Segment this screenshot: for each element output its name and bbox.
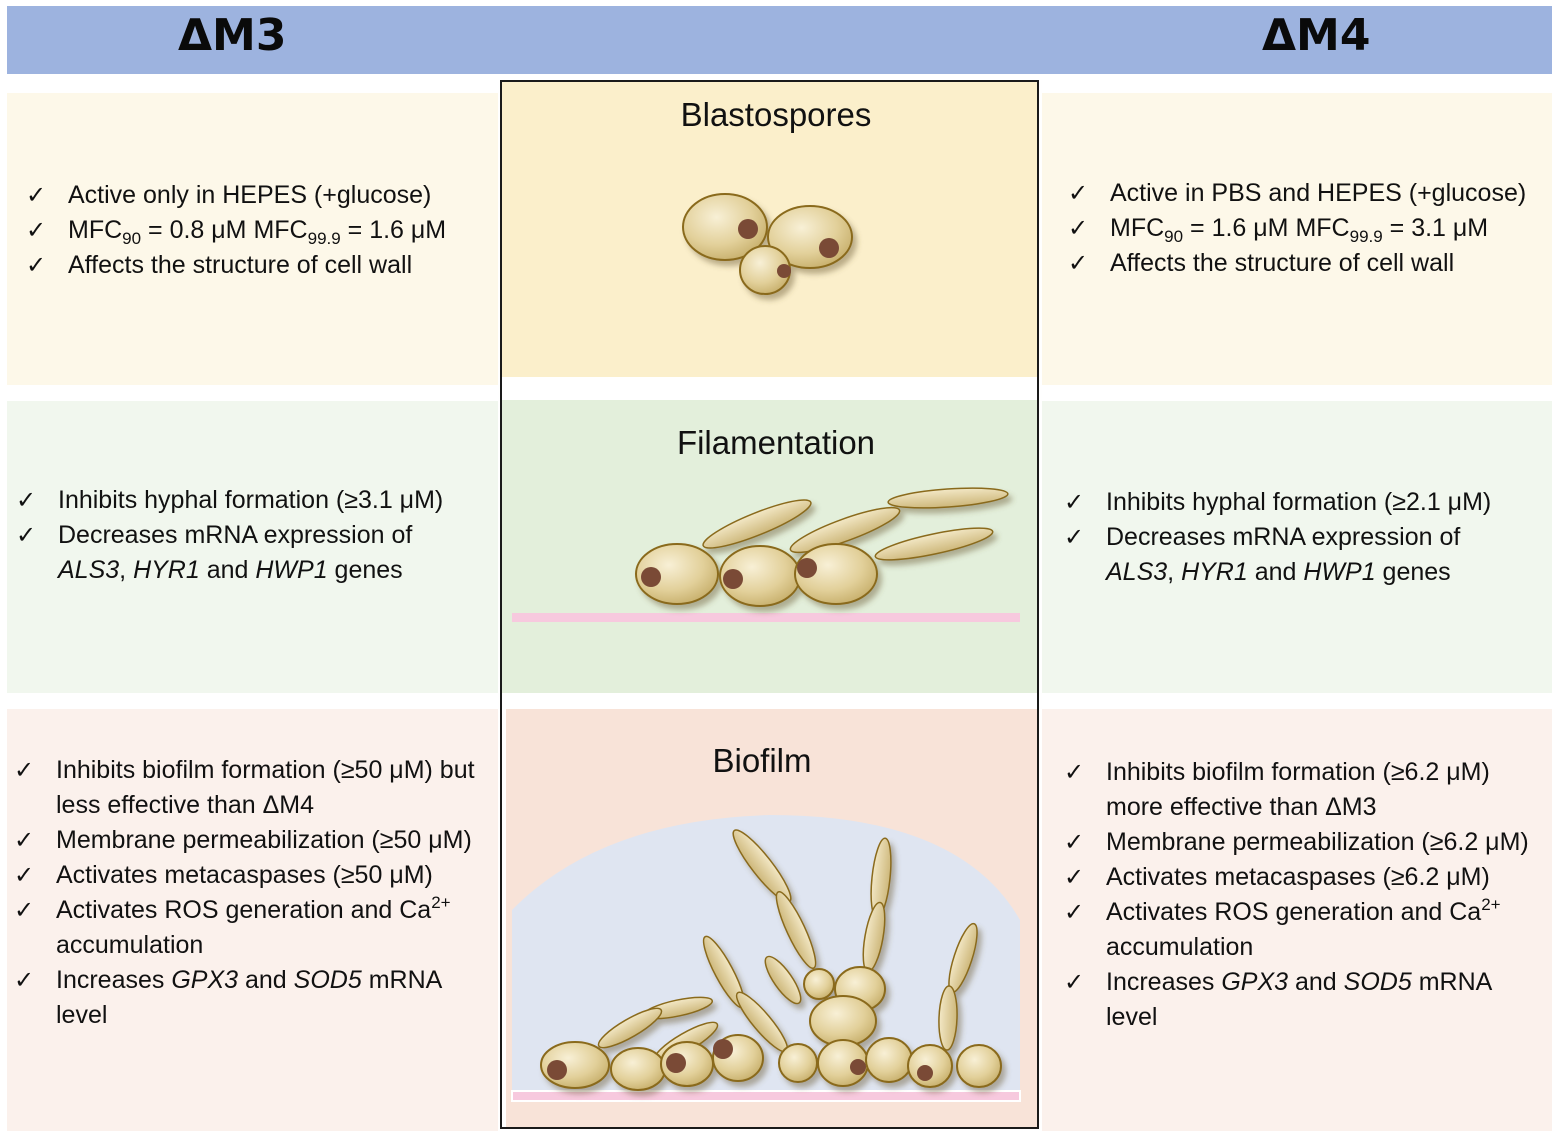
left-biofilm-list: ✓Inhibits biofilm formation (≥50 μM) but…	[14, 753, 492, 1033]
list-item: ✓Inhibits hyphal formation (≥3.1 μM)	[16, 483, 496, 518]
check-icon: ✓	[1064, 863, 1085, 891]
check-icon: ✓	[1064, 968, 1085, 996]
list-item: ✓Membrane permeabilization (≥6.2 μM)	[1064, 825, 1549, 860]
check-icon: ✓	[14, 756, 35, 784]
hypha	[887, 487, 1009, 509]
check-icon: ✓	[1064, 898, 1085, 926]
yeast-cell	[956, 1044, 1002, 1088]
check-icon: ✓	[14, 861, 35, 889]
blastospore-cell	[682, 193, 768, 261]
hypha	[789, 506, 901, 554]
nucleus	[777, 264, 791, 278]
hypha	[702, 499, 812, 549]
left-blastospores-panel	[7, 93, 498, 385]
nucleus	[713, 1039, 733, 1059]
right-column-title: ΔM4	[1262, 10, 1371, 61]
yeast-cell	[907, 1044, 953, 1088]
check-icon: ✓	[14, 896, 35, 924]
left-column-title: ΔM3	[178, 10, 287, 61]
list-item: ✓Affects the structure of cell wall	[26, 248, 496, 283]
right-blastospores-list: ✓Active in PBS and HEPES (+glucose) ✓MFC…	[1068, 176, 1548, 281]
header-bar	[7, 6, 1552, 74]
hypha	[938, 985, 958, 1051]
right-filamentation-panel	[1042, 401, 1552, 693]
check-icon: ✓	[1068, 249, 1089, 277]
list-item: ✓Membrane permeabilization (≥50 μM)	[14, 823, 492, 858]
nucleus	[547, 1060, 567, 1080]
nucleus	[738, 219, 758, 239]
check-icon: ✓	[26, 181, 47, 209]
check-icon: ✓	[16, 486, 37, 514]
yeast-cell	[635, 543, 719, 605]
left-filamentation-panel	[7, 401, 498, 693]
check-icon: ✓	[1064, 488, 1085, 516]
nucleus	[819, 238, 839, 258]
list-item: ✓MFC90 = 1.6 μM MFC99.9 = 3.1 μM	[1068, 211, 1548, 246]
list-item: ✓Inhibits hyphal formation (≥2.1 μM)	[1064, 485, 1549, 520]
hypha	[874, 527, 994, 561]
right-biofilm-list: ✓Inhibits biofilm formation (≥6.2 μM) mo…	[1064, 755, 1549, 1035]
yeast-cell	[803, 968, 835, 1000]
check-icon: ✓	[26, 216, 47, 244]
right-biofilm-panel	[1042, 709, 1552, 1131]
hypha	[597, 1007, 663, 1049]
list-item: ✓Active in PBS and HEPES (+glucose)	[1068, 176, 1548, 211]
list-item: ✓Activates ROS generation and Ca2+ accum…	[1064, 895, 1501, 961]
hypha	[775, 890, 817, 970]
check-icon: ✓	[1068, 214, 1089, 242]
list-item: ✓Activates metacaspases (≥6.2 μM)	[1064, 860, 1549, 895]
list-item: ✓Increases GPX3 and SOD5 mRNA level	[14, 963, 492, 1033]
right-filamentation-list: ✓Inhibits hyphal formation (≥2.1 μM) ✓De…	[1064, 485, 1549, 590]
list-item: ✓Inhibits biofilm formation (≥6.2 μM) mo…	[1064, 755, 1549, 825]
nucleus	[666, 1053, 686, 1073]
list-item: ✓Affects the structure of cell wall	[1068, 246, 1548, 281]
list-item: ✓Active only in HEPES (+glucose)	[26, 178, 496, 213]
check-icon: ✓	[16, 521, 37, 549]
nucleus	[797, 558, 817, 578]
filamentation-title: Filamentation	[676, 424, 876, 461]
hypha	[764, 955, 802, 1005]
list-item: ✓MFC90 = 0.8 μM MFC99.9 = 1.6 μM	[26, 213, 496, 248]
check-icon: ✓	[1064, 758, 1085, 786]
list-item: ✓Increases GPX3 and SOD5 mRNA level	[1064, 965, 1549, 1035]
check-icon: ✓	[1064, 523, 1085, 551]
left-blastospores-list: ✓Active only in HEPES (+glucose) ✓MFC90 …	[26, 178, 496, 283]
biofilm-title: Biofilm	[712, 742, 812, 779]
yeast-cell	[778, 1043, 818, 1083]
left-filamentation-list: ✓Inhibits hyphal formation (≥3.1 μM) ✓De…	[16, 483, 496, 588]
yeast-cell	[794, 543, 878, 605]
check-icon: ✓	[26, 251, 47, 279]
nucleus	[641, 567, 661, 587]
nucleus	[723, 569, 743, 589]
blastospores-title: Blastospores	[680, 96, 872, 133]
list-item: ✓Activates ROS generation and Ca2+ accum…	[14, 893, 451, 959]
list-item: ✓Inhibits biofilm formation (≥50 μM) but…	[14, 753, 492, 823]
yeast-cell	[865, 1037, 913, 1083]
nucleus	[917, 1065, 933, 1081]
check-icon: ✓	[14, 826, 35, 854]
check-icon: ✓	[1064, 828, 1085, 856]
left-biofilm-panel	[7, 709, 498, 1131]
yeast-cell	[809, 995, 877, 1047]
nucleus	[850, 1059, 866, 1075]
check-icon: ✓	[1068, 179, 1089, 207]
check-icon: ✓	[14, 966, 35, 994]
substrate-surface	[511, 1090, 1021, 1102]
substrate-surface	[512, 613, 1020, 622]
yeast-cell	[610, 1047, 666, 1091]
list-item: ✓Activates metacaspases (≥50 μM)	[14, 858, 492, 893]
right-blastospores-panel	[1042, 93, 1552, 385]
